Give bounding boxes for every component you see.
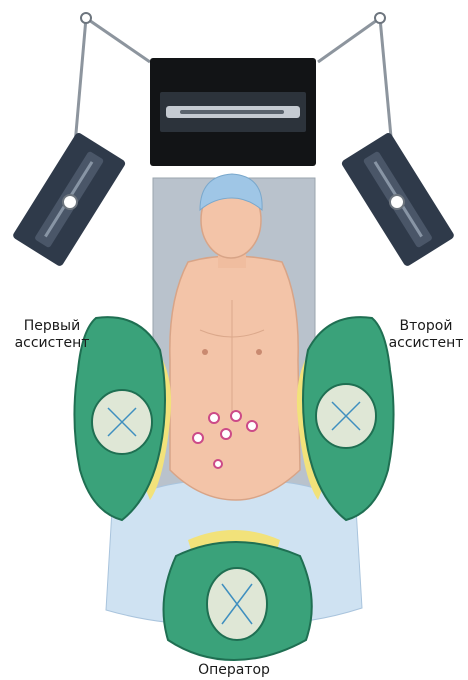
port-1 — [209, 413, 219, 423]
monitor-right-mount — [390, 195, 404, 209]
port-4 — [221, 429, 231, 439]
port-5 — [193, 433, 203, 443]
first-assistant-label: Первый ассистент — [6, 318, 98, 352]
monitor-top — [150, 58, 316, 166]
port-6 — [214, 460, 222, 468]
arm-joint-top-right — [375, 13, 385, 23]
first-assistant-label-line2: ассистент — [6, 335, 98, 352]
second-assistant-label-line1: Второй — [386, 318, 466, 335]
first-assistant-label-line1: Первый — [6, 318, 98, 335]
second-assistant-label-line2: ассистент — [386, 335, 466, 352]
port-2 — [231, 411, 241, 421]
operator-label: Оператор — [184, 662, 284, 679]
port-3 — [247, 421, 257, 431]
monitor-left-mount — [63, 195, 77, 209]
second-assistant-label: Второй ассистент — [386, 318, 466, 352]
arm-joint-top-left — [81, 13, 91, 23]
